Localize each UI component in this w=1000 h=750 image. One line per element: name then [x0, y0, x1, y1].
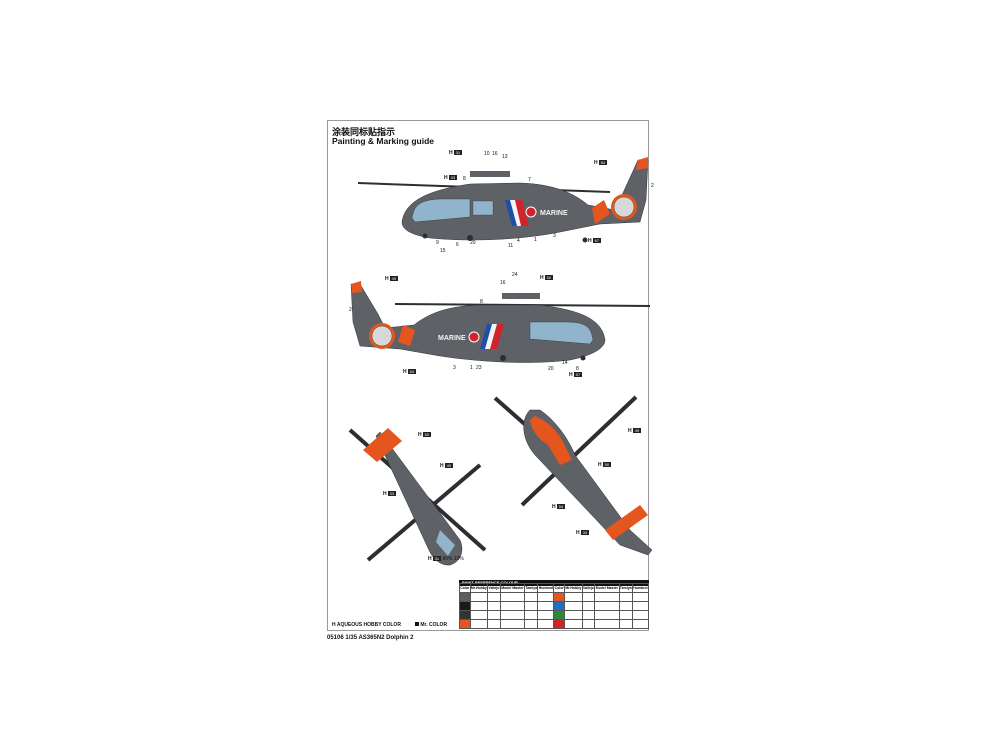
part-number: 6: [456, 242, 459, 248]
part-number: 15: [440, 248, 446, 254]
part-number: 24: [512, 272, 518, 278]
part-number: 3: [453, 365, 456, 371]
part-number: 10: [484, 151, 490, 157]
column-header: Color: [553, 583, 565, 593]
part-number: 4: [517, 238, 520, 244]
table-row: [459, 601, 650, 611]
page-title: Painting & Marking guide: [332, 136, 435, 146]
part-number: 20: [470, 240, 476, 246]
helicopter-bottom-view: [348, 428, 487, 566]
column-header: Tamiya: [524, 583, 539, 593]
legend-aqueous: H AQUEOUS HOBBY COLOR: [332, 622, 401, 628]
part-number: 11: [508, 243, 514, 249]
part-number: 9: [436, 240, 439, 246]
helicopter-side-view-left: MARINE 81: [357, 157, 649, 243]
part-number: 7: [528, 177, 531, 183]
helicopter-top-view: [493, 395, 653, 556]
part-number: 16: [500, 280, 506, 286]
part-number: 14: [562, 360, 568, 366]
column-header: Vallejo: [581, 583, 596, 593]
tail-number-side-a: 81: [619, 185, 625, 191]
paint-reference-table: Color Mr.Hobby Vallejo Model Master Tami…: [459, 583, 650, 629]
part-number: 16: [492, 151, 498, 157]
part-number: 2: [651, 183, 654, 189]
swatch-black: [459, 601, 471, 611]
part-number: 8: [576, 366, 579, 372]
helicopter-side-view-right: MARINE 81: [350, 281, 651, 363]
table-row: [459, 619, 650, 629]
part-number: 1: [470, 365, 473, 371]
part-number: 3: [553, 233, 556, 239]
column-header: Model Master: [594, 583, 620, 593]
column-header: Color: [459, 583, 471, 593]
part-number: 13: [502, 154, 508, 160]
swatch-blue: [553, 601, 565, 611]
table-row: [459, 592, 650, 602]
swatch-orange: [553, 592, 565, 602]
part-number: 2: [349, 307, 352, 313]
table-header-row: Color Mr.Hobby Vallejo Model Master Tami…: [459, 583, 650, 593]
column-header: Vallejo: [487, 583, 501, 593]
swatch-dark: [459, 610, 471, 620]
column-header: Tamiya: [618, 583, 633, 593]
marine-text-side-a: MARINE: [540, 210, 568, 217]
part-number: 8: [463, 176, 466, 182]
column-header: Mr.Hobby: [563, 583, 583, 593]
column-header: Humbrol: [537, 583, 555, 593]
column-header: Humbrol: [631, 583, 650, 593]
swatch-green: [553, 610, 565, 620]
tail-number-side-b: 81: [376, 307, 382, 313]
swatch-red: [553, 619, 565, 629]
column-header: Model Master: [499, 583, 526, 593]
swatch-orange: [459, 619, 471, 629]
swatch-dark-gray: [459, 592, 471, 602]
legend-mr-color: Mr. COLOR: [415, 622, 447, 628]
part-number: 23: [476, 365, 482, 371]
part-number: 20: [548, 366, 554, 372]
part-number: 1: [534, 237, 537, 243]
marine-text-side-b: MARINE: [438, 335, 466, 342]
part-number: 8: [480, 299, 483, 305]
column-header: Mr.Hobby: [469, 583, 489, 593]
table-row: [459, 610, 650, 620]
page-title-chinese: 涂装同标贴指示: [332, 128, 396, 138]
kit-caption: 05106 1/35 AS365N2 Dolphin 2: [327, 635, 414, 641]
